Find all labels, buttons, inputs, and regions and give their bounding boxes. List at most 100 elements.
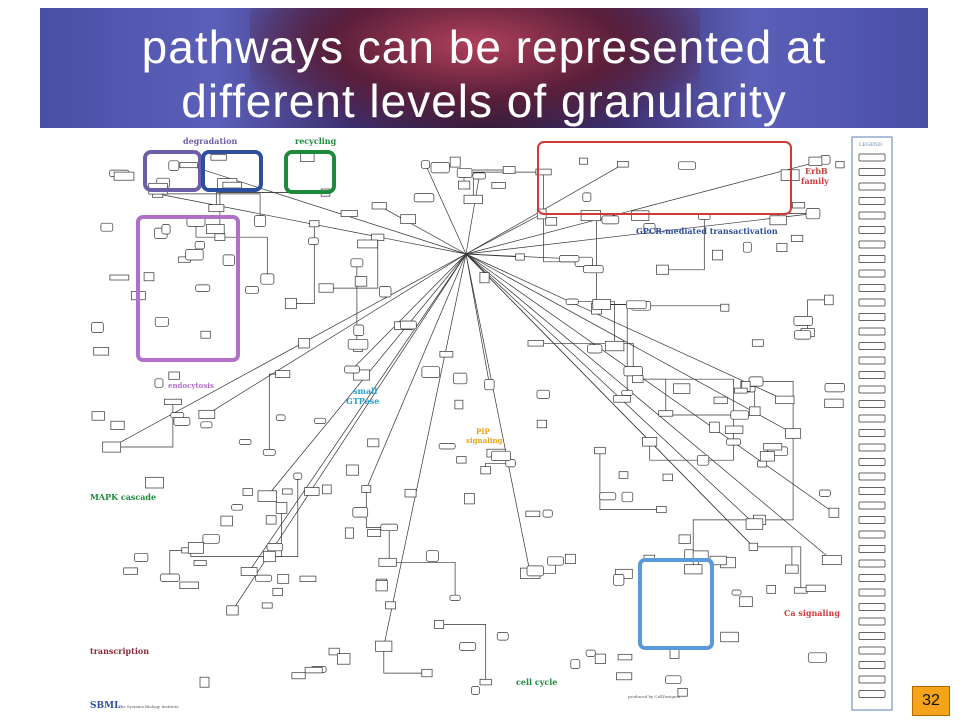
title-line-1: pathways can be represented at xyxy=(141,21,827,73)
species-node xyxy=(375,580,388,592)
interaction-edge xyxy=(439,624,487,683)
species-node xyxy=(240,567,258,576)
legend-entry xyxy=(858,153,886,162)
species-node xyxy=(472,172,486,180)
hub-edge xyxy=(465,253,835,514)
hub-edge xyxy=(465,175,480,255)
species-node xyxy=(458,180,471,190)
hub-edge xyxy=(379,205,467,255)
species-node xyxy=(328,647,340,656)
species-node xyxy=(712,249,723,261)
legend-entry xyxy=(858,443,886,452)
label-pip-signaling: signaling xyxy=(466,436,503,445)
species-node xyxy=(570,659,581,669)
hub-edge xyxy=(206,253,467,415)
species-node xyxy=(91,411,105,421)
legend-entry xyxy=(858,226,886,234)
legend-entry xyxy=(858,356,886,365)
legend-entry xyxy=(858,690,886,698)
species-node xyxy=(807,652,827,663)
species-node xyxy=(621,491,634,503)
species-node xyxy=(525,510,541,518)
pathway-diagram: degradation recycling ErbB family GPCR-m… xyxy=(88,132,896,714)
hub-edge xyxy=(465,253,785,401)
species-node xyxy=(792,202,806,209)
species-node xyxy=(194,241,205,250)
interaction-edge xyxy=(383,646,427,674)
interaction-edge xyxy=(599,450,662,510)
species-node xyxy=(322,484,332,495)
species-node xyxy=(421,366,441,378)
species-node xyxy=(154,316,169,327)
species-node xyxy=(748,376,764,387)
species-node xyxy=(745,518,764,530)
species-node xyxy=(380,523,398,532)
hub-edge xyxy=(111,253,467,448)
hub-edge xyxy=(425,164,467,255)
species-node xyxy=(604,340,625,352)
species-node xyxy=(110,420,125,430)
legend-entry xyxy=(858,472,886,481)
label-small: small xyxy=(353,386,377,396)
title-banner: pathways can be represented at different… xyxy=(40,8,928,128)
species-node xyxy=(367,529,382,537)
species-node xyxy=(623,366,643,377)
species-node xyxy=(353,324,365,336)
species-node xyxy=(454,399,464,410)
species-node xyxy=(824,383,845,393)
species-node xyxy=(378,557,397,567)
legend-entry xyxy=(858,516,886,524)
species-node xyxy=(378,286,392,298)
species-node xyxy=(535,168,552,176)
degradation-box-2 xyxy=(201,150,263,192)
label-pip: PIP xyxy=(476,427,491,436)
species-node xyxy=(587,344,603,354)
species-node xyxy=(275,370,291,378)
species-node xyxy=(168,371,180,380)
legend-entry xyxy=(858,646,886,655)
species-node xyxy=(726,438,741,446)
species-node xyxy=(298,338,310,349)
legend-entry xyxy=(858,240,886,249)
species-node xyxy=(159,573,180,582)
interaction-edge xyxy=(157,193,261,221)
legend-entry xyxy=(858,487,886,495)
species-node xyxy=(821,555,842,565)
species-node xyxy=(617,161,629,168)
species-node xyxy=(309,220,320,228)
species-node xyxy=(400,320,417,330)
species-node xyxy=(430,162,450,174)
species-node xyxy=(262,449,276,456)
species-node xyxy=(293,472,303,480)
species-node xyxy=(819,489,831,497)
interaction-edge xyxy=(543,172,584,263)
species-node xyxy=(720,303,730,312)
interaction-edge xyxy=(472,171,544,200)
footer-right: produced by CellDesigner xyxy=(628,694,681,699)
interaction-edge xyxy=(219,192,326,238)
endocytosis-box xyxy=(136,215,240,362)
interaction-edge xyxy=(637,378,667,414)
species-node xyxy=(208,204,225,213)
species-node xyxy=(698,213,711,220)
species-node xyxy=(464,493,475,505)
species-node xyxy=(308,237,319,245)
species-node xyxy=(677,688,688,697)
label-cell-cycle: cell cycle xyxy=(516,677,557,687)
interaction-edge xyxy=(290,223,315,304)
hub-edge xyxy=(465,213,814,255)
species-node xyxy=(613,574,625,586)
species-node xyxy=(585,649,596,657)
species-node xyxy=(222,254,235,266)
legend-entry xyxy=(858,574,886,582)
species-node xyxy=(456,167,473,178)
species-node xyxy=(724,425,744,434)
species-node xyxy=(113,171,135,181)
species-node xyxy=(559,255,580,263)
species-node xyxy=(226,605,239,616)
species-node xyxy=(439,351,454,358)
species-node xyxy=(456,456,467,464)
legend-panel xyxy=(851,136,893,711)
species-node xyxy=(734,387,748,394)
species-node xyxy=(502,166,516,174)
